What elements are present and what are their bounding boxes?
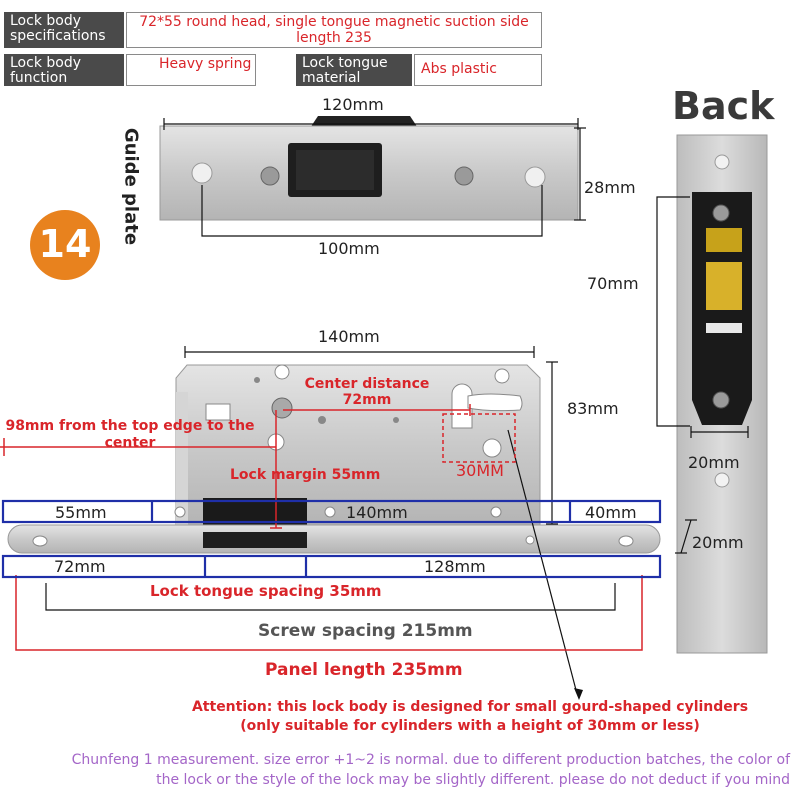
- center-distance-line2: 72mm: [342, 392, 392, 408]
- guide-plate-height: 28mm: [584, 178, 636, 197]
- attention-note: Attention: this lock body is designed fo…: [180, 698, 760, 736]
- back-width: 20mm: [688, 453, 740, 472]
- tongue-material-value: Abs plastic: [414, 54, 542, 86]
- screw-spacing-label: Screw spacing 215mm: [258, 621, 473, 641]
- back-view: [676, 134, 768, 654]
- badge-number: 14: [38, 222, 92, 266]
- lock-body-height: 83mm: [567, 399, 619, 418]
- attention-line1: Attention: this lock body is designed fo…: [191, 699, 749, 715]
- disclaimer-line1: Chunfeng 1 measurement. size error +1~2 …: [71, 752, 790, 768]
- panel-length-label: Panel length 235mm: [265, 660, 463, 680]
- body-function-value: Heavy spring: [126, 54, 256, 86]
- center-distance-label: Center distance 72mm: [292, 376, 442, 408]
- faceplate-thickness: 20mm: [692, 533, 744, 552]
- cylinder-height-label: 30MM: [456, 461, 504, 480]
- tongue-material-label: Lock tongue material: [296, 54, 412, 86]
- guide-plate: [159, 116, 579, 221]
- segment-72mm: 72mm: [54, 557, 106, 576]
- middle-section-140mm: 140mm: [346, 503, 408, 522]
- face-plate: [7, 524, 661, 554]
- top-edge-line2: center: [104, 435, 156, 451]
- back-title: Back: [672, 84, 775, 128]
- center-distance-line1: Center distance: [304, 376, 430, 392]
- body-spec-value: 72*55 round head, single tongue magnetic…: [126, 12, 542, 48]
- lock-body-width: 140mm: [318, 327, 380, 346]
- guide-plate-width: 120mm: [322, 95, 384, 114]
- right-section-40mm: 40mm: [585, 503, 637, 522]
- top-edge-distance-label: 98mm from the top edge to the center: [4, 418, 256, 452]
- disclaimer-note: Chunfeng 1 measurement. size error +1~2 …: [0, 750, 790, 790]
- top-edge-line1: 98mm from the top edge to the: [5, 418, 255, 434]
- body-function-label: Lock body function: [4, 54, 124, 86]
- disclaimer-line2: the lock or the style of the lock may be…: [156, 772, 790, 788]
- guide-plate-title: Guide plate: [120, 127, 142, 246]
- left-section-55mm: 55mm: [55, 503, 107, 522]
- back-height: 70mm: [587, 274, 639, 293]
- segment-128mm: 128mm: [424, 557, 486, 576]
- lock-margin-label: Lock margin 55mm: [230, 467, 381, 483]
- body-spec-label: Lock body specifications: [4, 12, 124, 48]
- guide-plate-hole-spacing: 100mm: [318, 239, 380, 258]
- tongue-spacing-label: Lock tongue spacing 35mm: [150, 582, 382, 600]
- badge-circle: [30, 210, 100, 280]
- attention-line2: (only suitable for cylinders with a heig…: [240, 718, 700, 734]
